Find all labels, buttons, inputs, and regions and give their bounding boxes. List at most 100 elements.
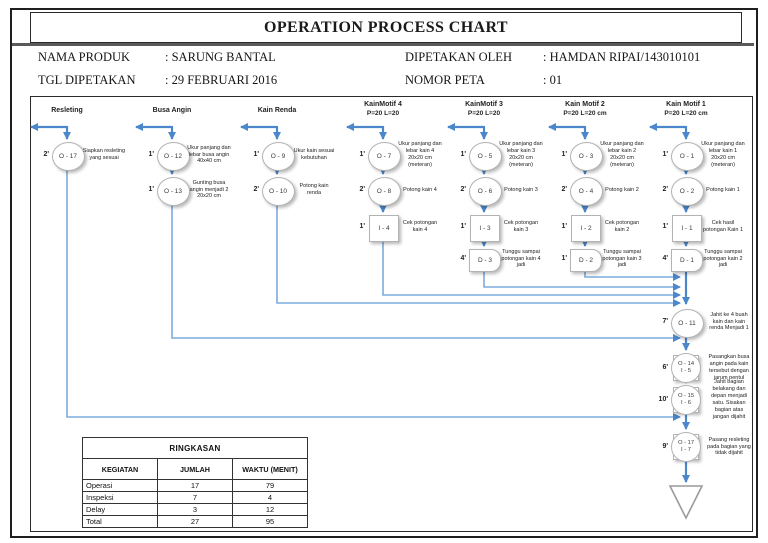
field-value-tgl-dipetakan: : 29 FEBRUARI 2016 — [165, 73, 278, 87]
chart-area-border — [30, 96, 753, 532]
node-id: I - 3 — [479, 224, 491, 232]
node-time: 10' — [658, 396, 668, 403]
node-id: I - 2 — [580, 224, 592, 232]
summary-cell: Inspeksi — [82, 491, 158, 504]
node-o-4: O - 4 — [569, 176, 603, 206]
field-label-nomor-peta: NOMOR PETA — [405, 73, 485, 87]
summary-cell: 4 — [232, 491, 308, 504]
column-header: Kain Renda — [225, 106, 329, 115]
node-o-12: O - 12 — [156, 141, 190, 171]
node-i-2: I - 2 — [571, 214, 601, 242]
node-id: O - 6 — [477, 187, 493, 195]
node-desc: Ukur panjang dan lebar kain 1 20x20 cm (… — [701, 141, 745, 168]
summary-cell: Total — [82, 515, 158, 528]
node-time: 2' — [359, 186, 365, 193]
summary-cell: 95 — [232, 515, 308, 528]
node-desc: Pasangkan busa angin pada kain tersebut … — [708, 354, 750, 381]
node-o-7: O - 7 — [367, 141, 401, 171]
node-desc: Cek potongan kain 3 — [503, 220, 539, 233]
summary-cell: 7 — [157, 491, 233, 504]
node-id2: I - 6 — [681, 400, 691, 406]
field-label-tgl-dipetakan: TGL DIPETAKAN — [38, 73, 136, 87]
node-id: O - 9 — [270, 152, 286, 160]
node-time: 1' — [148, 186, 154, 193]
node-id: O - 13 — [163, 187, 183, 195]
page-border — [10, 8, 758, 538]
field-value-dipetakan-oleh: : HAMDAN RIPAI/143010101 — [543, 50, 701, 64]
summary-cell: 79 — [232, 479, 308, 492]
node-id: I - 4 — [378, 224, 390, 232]
node-desc: Potong kain 3 — [504, 186, 538, 193]
column-title: KainMotif 4 — [364, 101, 402, 108]
node-desc: Ukur panjang dan lebar busa angin 40x40 … — [187, 144, 231, 165]
node-desc: Potong kain 2 — [605, 186, 639, 193]
node-o-2: O - 2 — [670, 176, 704, 206]
node-time: 1' — [359, 223, 365, 230]
node-d-2: D - 2 — [570, 248, 602, 272]
summary-header-kegiatan: KEGIATAN — [82, 458, 158, 480]
column-subtitle: P=20 L=20 cm — [563, 110, 607, 117]
node-time: 1' — [253, 151, 259, 158]
column-title: KainMotif 3 — [465, 101, 503, 108]
node-desc: Tunggu sampai potongan kain 3 jadi — [602, 248, 642, 269]
node-time: 1' — [460, 223, 466, 230]
node-desc: Jahit bagian belakang dan depan menjadi … — [710, 379, 748, 420]
node-o-1: O - 1 — [670, 141, 704, 171]
node-desc: Ukur panjang dan lebar kain 3 20x20 cm (… — [499, 141, 543, 168]
node-desc: Potong kain renda — [299, 183, 329, 196]
node-desc: Pasang resleting pada bagian yang tidak … — [707, 436, 751, 457]
node-o-13: O - 13 — [156, 176, 190, 206]
column-title: Resleting — [51, 107, 83, 114]
node-id: O - 14 — [677, 361, 695, 368]
node-desc: Cek hasil potongan Kain 1 — [702, 220, 744, 233]
node-time: 2' — [561, 186, 567, 193]
summary-header-waktu: WAKTU (MENIT) — [232, 458, 308, 480]
node-time: 9' — [662, 443, 668, 450]
node-id: O - 11 — [678, 319, 696, 327]
node-id: O - 17 — [677, 440, 695, 447]
node-o-9: O - 9 — [261, 141, 295, 171]
node-desc: Jahit ke 4 buah kain dan kain renda Menj… — [709, 311, 749, 332]
node-desc: Cek potongan kain 2 — [604, 220, 640, 233]
node-desc: Tunggu sampai potongan kain 2 jadi — [703, 248, 743, 269]
node-id2: I - 5 — [681, 368, 691, 374]
node-id: O - 1 — [679, 152, 695, 160]
summary-header-jumlah: JUMLAH — [157, 458, 233, 480]
node-id: D - 3 — [477, 256, 493, 264]
table-row: Inspeksi 7 4 — [82, 491, 308, 504]
node-desc: Potong kain 1 — [706, 186, 740, 193]
node-id: O - 17 — [58, 152, 78, 160]
field-label-nama-produk: NAMA PRODUK — [38, 50, 131, 64]
node-time: 1' — [561, 223, 567, 230]
node-d-3: D - 3 — [469, 248, 501, 272]
node-o-17: O - 17 — [51, 141, 85, 171]
node-desc: Cek potongan kain 4 — [402, 220, 438, 233]
summary-table: RINGKASAN KEGIATAN JUMLAH WAKTU (MENIT) … — [82, 437, 308, 528]
summary-cell: 27 — [157, 515, 233, 528]
node-time: 1' — [561, 255, 567, 262]
node-time: 1' — [148, 151, 154, 158]
node-time: 2' — [253, 186, 259, 193]
summary-cell: 3 — [157, 503, 233, 516]
node-d-1: D - 1 — [671, 248, 703, 272]
column-subtitle: P=20 L=20 — [366, 110, 400, 117]
table-row: Total 27 95 — [82, 515, 308, 528]
field-value-nomor-peta: : 01 — [543, 73, 563, 87]
column-title: Kain Motif 2 — [565, 101, 605, 108]
title-divider — [12, 43, 754, 46]
node-desc: Potong kain 4 — [403, 186, 437, 193]
node-time: 2' — [460, 186, 466, 193]
summary-cell: 17 — [157, 479, 233, 492]
field-label-dipetakan-oleh: DIPETAKAN OLEH — [405, 50, 512, 64]
node-id: O - 5 — [477, 152, 493, 160]
node-o-8: O - 8 — [367, 176, 401, 206]
node-time: 1' — [662, 223, 668, 230]
node-id: O - 15 — [677, 393, 695, 400]
column-header: Resleting — [15, 106, 119, 115]
node-desc: Siapkan resleting yang sesuai — [82, 148, 126, 161]
node-desc: Ukur panjang dan lebar kain 2 20x20 cm (… — [600, 141, 644, 168]
node-time: 1' — [359, 151, 365, 158]
